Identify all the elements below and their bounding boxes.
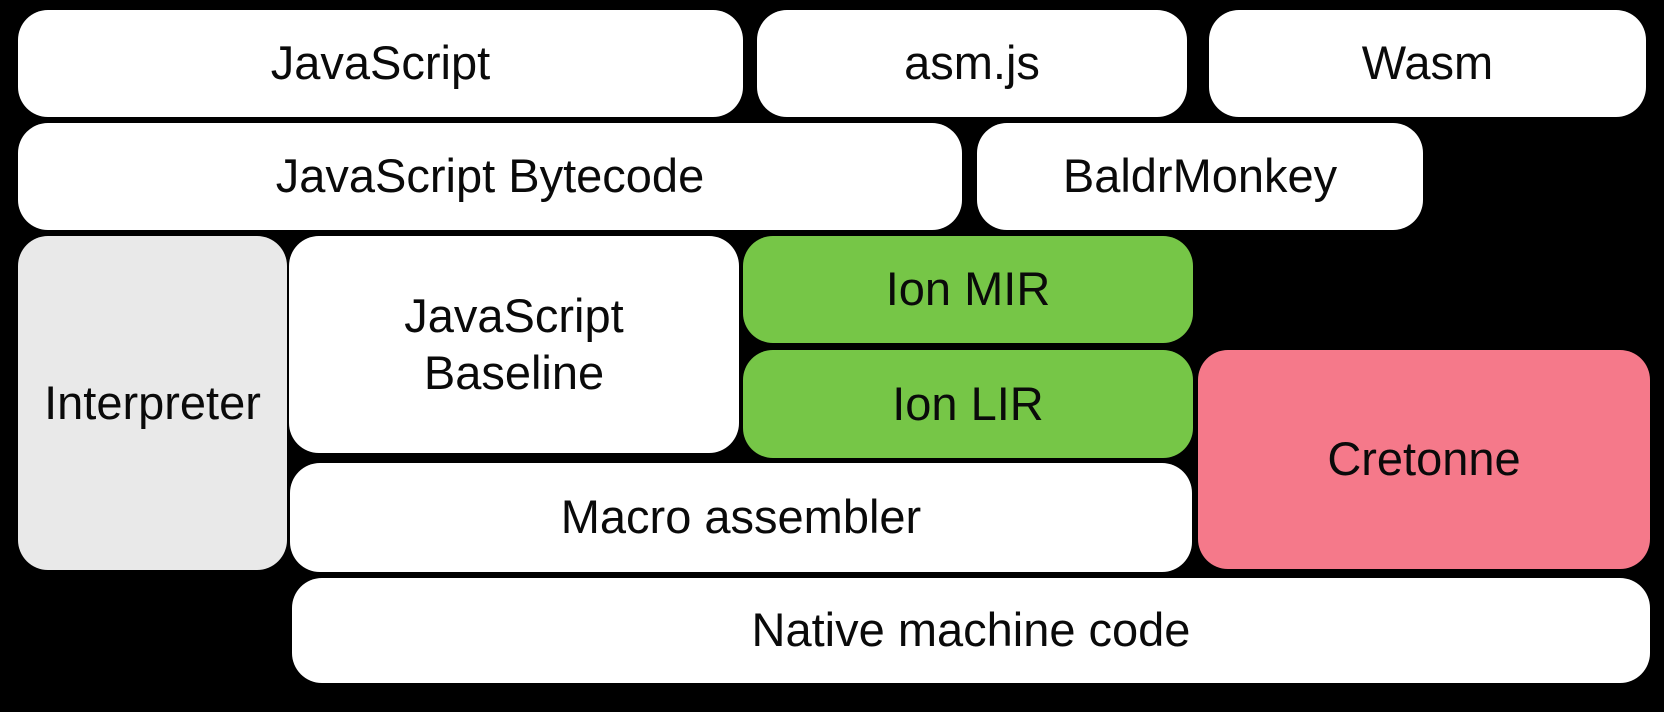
box-ion-mir-label: Ion MIR	[885, 262, 1051, 316]
box-javascript-baseline: JavaScript Baseline	[289, 236, 739, 453]
box-ion-lir-label: Ion LIR	[892, 376, 1044, 430]
box-wasm-label: Wasm	[1361, 36, 1494, 90]
box-ion-mir: Ion MIR	[743, 236, 1193, 343]
box-baldrmonkey: BaldrMonkey	[977, 123, 1423, 230]
box-native-machine-code-label: Native machine code	[751, 603, 1191, 657]
box-javascript: JavaScript	[18, 10, 743, 117]
box-baldrmonkey-label: BaldrMonkey	[1062, 149, 1338, 203]
box-javascript-bytecode-label: JavaScript Bytecode	[275, 149, 705, 203]
box-ion-lir: Ion LIR	[743, 350, 1193, 458]
box-native-machine-code: Native machine code	[292, 578, 1650, 683]
box-asmjs: asm.js	[757, 10, 1187, 117]
box-wasm: Wasm	[1209, 10, 1646, 117]
box-interpreter: Interpreter	[18, 236, 287, 570]
box-asmjs-label: asm.js	[904, 36, 1040, 90]
box-interpreter-label: Interpreter	[44, 375, 261, 429]
box-macro-assembler-label: Macro assembler	[560, 490, 922, 544]
box-macro-assembler: Macro assembler	[290, 463, 1192, 572]
box-javascript-bytecode: JavaScript Bytecode	[18, 123, 962, 230]
box-javascript-baseline-label: JavaScript Baseline	[404, 289, 624, 399]
box-cretonne-label: Cretonne	[1327, 432, 1521, 486]
box-javascript-label: JavaScript	[270, 36, 491, 90]
box-cretonne: Cretonne	[1198, 350, 1650, 569]
